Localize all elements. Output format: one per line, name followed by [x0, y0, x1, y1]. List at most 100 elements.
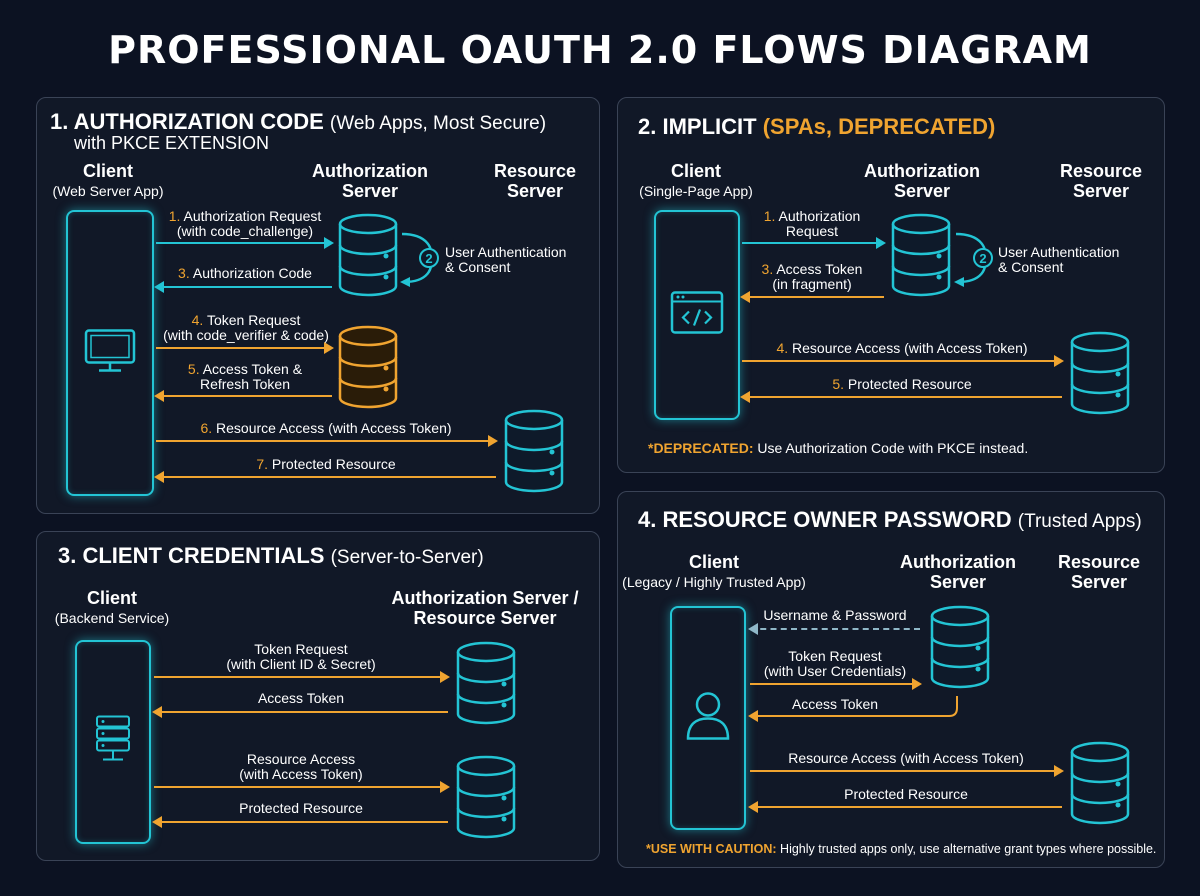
step-1-line2: (with code_challenge): [176, 223, 314, 239]
server-line1: Authorization Server /: [391, 588, 579, 608]
cc-client-lifeline: [75, 640, 151, 844]
step-2-badge: 2: [425, 251, 432, 266]
pw-step-5-arrow: [748, 801, 1062, 813]
cc-client-header: Client (Backend Service): [52, 588, 172, 628]
step-line2: (with Access Token): [239, 766, 363, 782]
note-label: *USE WITH CAUTION:: [646, 842, 777, 856]
cc-step-2-arrow: [152, 706, 448, 718]
password-client-header: Client (Legacy / Highly Trusted App): [614, 552, 814, 592]
step-6-line1: Resource Access (with Access Token): [216, 420, 452, 436]
step-4-line1: Token Request: [206, 312, 301, 328]
cc-step-1-label: Token Request(with Client ID & Secret): [154, 642, 448, 672]
user-auth-label: User Authentication& Consent: [445, 245, 566, 275]
step-4-line1: Resource Access (with Access Token): [792, 340, 1028, 356]
auth-server-line2: Server: [929, 572, 987, 592]
server-database-icon-bottom: [454, 754, 518, 840]
res-server-line2: Server: [506, 181, 564, 201]
step-5-label: 5. Access Token &Refresh Token: [160, 362, 330, 392]
auth-code-client-header: Client (Web Server App): [48, 161, 168, 201]
step-3-label: 3. Authorization Code: [160, 266, 330, 281]
step-5-arrow: [740, 391, 1062, 403]
step-4-label: 4. Resource Access (with Access Token): [742, 341, 1062, 356]
step-7-arrow: [154, 471, 496, 483]
step-4-num: 4.: [191, 312, 204, 328]
step-1-num: 1.: [763, 208, 776, 224]
auth-code-client-lifeline: [66, 210, 154, 496]
implicit-resserver-header: Resource Server: [1046, 161, 1156, 201]
cc-step-1-arrow: [154, 671, 450, 683]
step-7-num: 7.: [256, 456, 269, 472]
pw-step-4-label: Resource Access (with Access Token): [750, 751, 1062, 766]
client-label: Client: [688, 552, 739, 572]
auth-server-line1: Authorization: [900, 552, 1016, 572]
step-7-label: 7. Protected Resource: [156, 457, 496, 472]
step-6-num: 6.: [200, 420, 213, 436]
res-server-line2: Server: [1072, 181, 1130, 201]
step-1-arrow: [156, 237, 334, 249]
step-3-label: 3. Access Token(in fragment): [742, 262, 882, 292]
client-detail: (Legacy / Highly Trusted App): [622, 574, 806, 590]
step-4-arrow: [742, 355, 1064, 367]
step-line1: Username & Password: [763, 607, 907, 623]
auth-code-authserver-header: Authorization Server: [305, 161, 435, 201]
deprecated-note: *DEPRECATED: Use Authorization Code with…: [648, 440, 1028, 456]
step-line2: (with Client ID & Secret): [226, 656, 376, 672]
resource-server-database-icon: [1068, 740, 1132, 826]
step-2-badge: 2: [979, 251, 986, 266]
password-client-lifeline: [670, 606, 746, 830]
password-authserver-header: Authorization Server: [893, 552, 1023, 592]
step-line1: Resource Access: [246, 751, 356, 767]
client-credentials-title-main: 3. CLIENT CREDENTIALS: [58, 543, 325, 568]
step-1-line1: Authorization Request: [183, 208, 322, 224]
client-label: Client: [670, 161, 721, 181]
pw-step-1-label: Username & Password: [750, 608, 920, 623]
step-1-label: 1. Authorization Request(with code_chall…: [160, 209, 330, 239]
auth-server-database-icon: [928, 604, 992, 690]
res-server-line1: Resource: [1059, 161, 1143, 181]
cc-step-3-arrow: [154, 781, 450, 793]
implicit-title: 2. IMPLICIT (SPAs, DEPRECATED): [638, 114, 995, 140]
step-5-num: 5.: [832, 376, 845, 392]
user-auth-loop-arrow: 2: [954, 232, 993, 287]
pw-step-3-arrow: [748, 696, 958, 722]
step-1-line2: Request: [785, 223, 839, 239]
auth-server-database-icon: [889, 212, 953, 298]
implicit-client-lifeline: [654, 210, 740, 420]
step-5-line1: Access Token &: [202, 361, 303, 377]
step-3-arrow: [154, 281, 332, 293]
step-line1: Resource Access (with Access Token): [788, 750, 1024, 766]
step-1-arrow: [742, 237, 886, 249]
step-line2: (with User Credentials): [763, 663, 907, 679]
note-text: Use Authorization Code with PKCE instead…: [757, 440, 1029, 456]
client-credentials-title: 3. CLIENT CREDENTIALS (Server-to-Server): [58, 543, 484, 569]
client-detail: (Single-Page App): [639, 183, 753, 199]
auth-code-title-main: 1. AUTHORIZATION CODE: [50, 109, 324, 134]
step-1-num: 1.: [168, 208, 181, 224]
step-3-num: 3.: [761, 261, 774, 277]
step-3-line1: Access Token: [776, 261, 863, 277]
step-2-line2: & Consent: [445, 259, 511, 275]
step-4-arrow: [156, 342, 334, 354]
step-5-line2: Refresh Token: [199, 376, 290, 392]
step-2-line1: User Authentication: [998, 244, 1120, 260]
caution-note: *USE WITH CAUTION: Highly trusted apps o…: [646, 842, 1156, 856]
step-2-line2: & Consent: [998, 259, 1064, 275]
client-label: Client: [86, 588, 137, 608]
monitor-icon: [83, 328, 137, 379]
token-endpoint-database-icon: [336, 324, 400, 410]
auth-server-line1: Authorization: [864, 161, 980, 181]
client-detail: (Backend Service): [54, 610, 170, 626]
page-title: PROFESSIONAL OAUTH 2.0 FLOWS DIAGRAM: [108, 28, 1092, 72]
auth-code-title: 1. AUTHORIZATION CODE (Web Apps, Most Se…: [50, 109, 546, 135]
implicit-client-header: Client (Single-Page App): [636, 161, 756, 201]
step-line1: Token Request: [254, 641, 348, 657]
step-5-line1: Protected Resource: [847, 376, 972, 392]
step-3-arrow: [740, 291, 884, 303]
code-window-icon: [670, 291, 724, 340]
password-title: 4. RESOURCE OWNER PASSWORD (Trusted Apps…: [638, 507, 1142, 533]
implicit-title-suffix: (SPAs, DEPRECATED): [762, 114, 996, 139]
step-4-num: 4.: [776, 340, 789, 356]
step-line1: Access Token: [791, 696, 879, 712]
step-line1: Token Request: [788, 648, 882, 664]
